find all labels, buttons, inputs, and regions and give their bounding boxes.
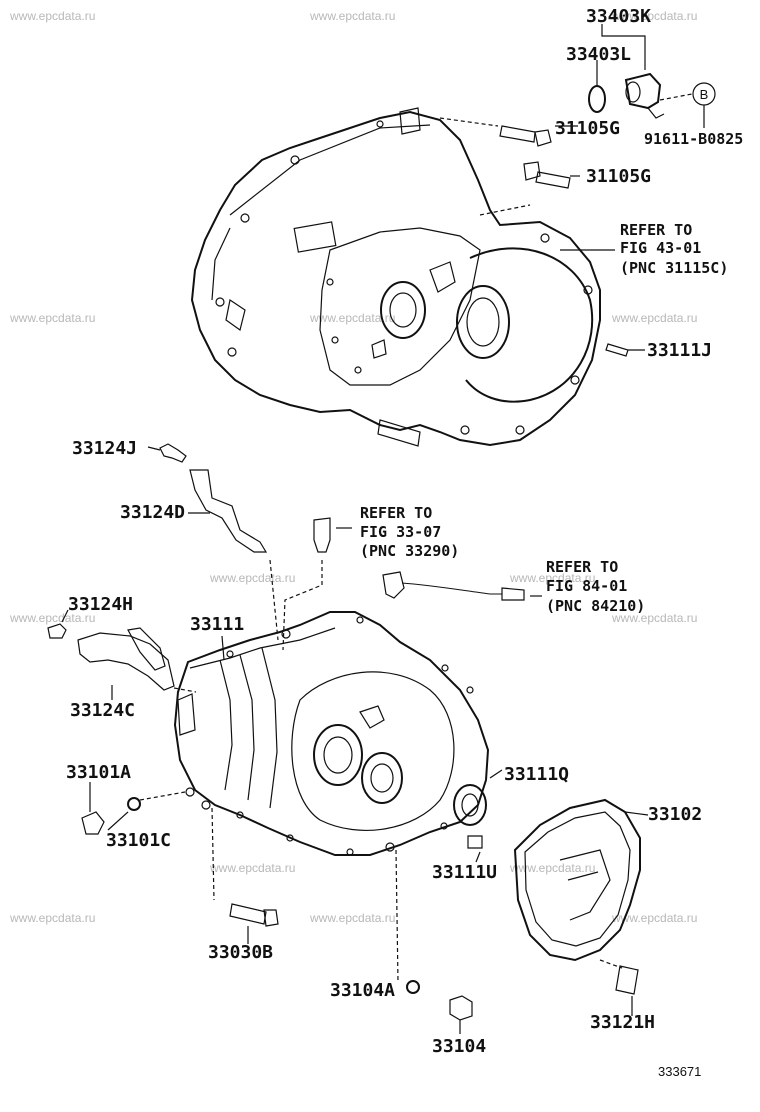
- watermark-text: www.epcdata.ru: [509, 571, 595, 585]
- watermark-text: www.epcdata.ru: [309, 911, 395, 925]
- watermark-text: www.epcdata.ru: [209, 861, 295, 875]
- part-33104a-label: 33104A: [330, 980, 395, 1001]
- part-33403l-label: 33403L: [566, 44, 631, 65]
- refer-fig-33-line1: REFER TO: [360, 504, 432, 522]
- watermark-text: www.epcdata.ru: [9, 611, 95, 625]
- refer-fig-84-line2: FIG 84-01: [546, 577, 627, 595]
- part-33403k-label: 33403K: [586, 6, 651, 27]
- part-33124j-label: 33124J: [72, 438, 137, 459]
- watermark-text: www.epcdata.ru: [611, 911, 697, 925]
- part-33124d-label: 33124D: [120, 502, 185, 523]
- diagram-code: 333671: [658, 1064, 701, 1079]
- part-33121h-label: 33121H: [590, 1012, 655, 1033]
- watermark-text: www.epcdata.ru: [611, 9, 697, 23]
- watermark-text: www.epcdata.ru: [209, 571, 295, 585]
- callout-b-circle: [692, 82, 716, 106]
- upper-leader-lines: [439, 24, 705, 351]
- refer-fig-33-line3: (PNC 33290): [360, 542, 459, 560]
- watermark-text: www.epcdata.ru: [509, 861, 595, 875]
- clutch-housing-drawing: [190, 107, 601, 447]
- part-91611-b0825-label: 91611-B0825: [644, 130, 743, 148]
- refer-fig-43-line3: (PNC 31115C): [620, 259, 728, 277]
- upper-small-parts: [499, 72, 665, 357]
- part-31105g-label-2: 31105G: [586, 166, 651, 187]
- watermark-text: www.epcdata.ru: [611, 311, 697, 325]
- refer-fig-84-line1: REFER TO: [546, 558, 618, 576]
- part-33101a-label: 33101A: [66, 762, 131, 783]
- part-labels: 33403K 33403L 31105G 31105G 91611-B0825 …: [66, 6, 743, 1079]
- part-33104-label: 33104: [432, 1036, 486, 1057]
- watermark-text: www.epcdata.ru: [9, 311, 95, 325]
- part-33124c-label: 33124C: [70, 700, 135, 721]
- part-33030b-label: 33030B: [208, 942, 273, 963]
- refer-fig-33-line2: FIG 33-07: [360, 523, 441, 541]
- watermark-text: www.epcdata.ru: [9, 911, 95, 925]
- side-cover-drawing: [513, 798, 641, 962]
- watermark-text: www.epcdata.ru: [611, 611, 697, 625]
- lower-small-parts: [47, 443, 639, 1021]
- lower-leader-lines: [61, 446, 649, 1034]
- part-33101c-label: 33101C: [106, 830, 171, 851]
- refer-fig-84-line3: (PNC 84210): [546, 597, 645, 615]
- transaxle-case-drawing: [173, 611, 490, 856]
- watermark-text: www.epcdata.ru: [9, 9, 95, 23]
- part-33102-label: 33102: [648, 804, 702, 825]
- part-33111-label: 33111: [190, 614, 244, 635]
- part-33111q-label: 33111Q: [504, 764, 569, 785]
- part-33111u-label: 33111U: [432, 862, 497, 883]
- watermark-text: www.epcdata.ru: [309, 311, 395, 325]
- part-33124h-label: 33124H: [68, 594, 133, 615]
- callout-b-letter: B: [700, 87, 709, 102]
- watermark-text: www.epcdata.ru: [309, 9, 395, 23]
- part-31105g-label: 31105G: [555, 118, 620, 139]
- watermark-group: www.epcdata.ru www.epcdata.ru www.epcdat…: [9, 9, 697, 925]
- part-33111j-label: 33111J: [647, 340, 712, 361]
- refer-fig-43-line1: REFER TO: [620, 221, 692, 239]
- refer-fig-43-line2: FIG 43-01: [620, 239, 701, 257]
